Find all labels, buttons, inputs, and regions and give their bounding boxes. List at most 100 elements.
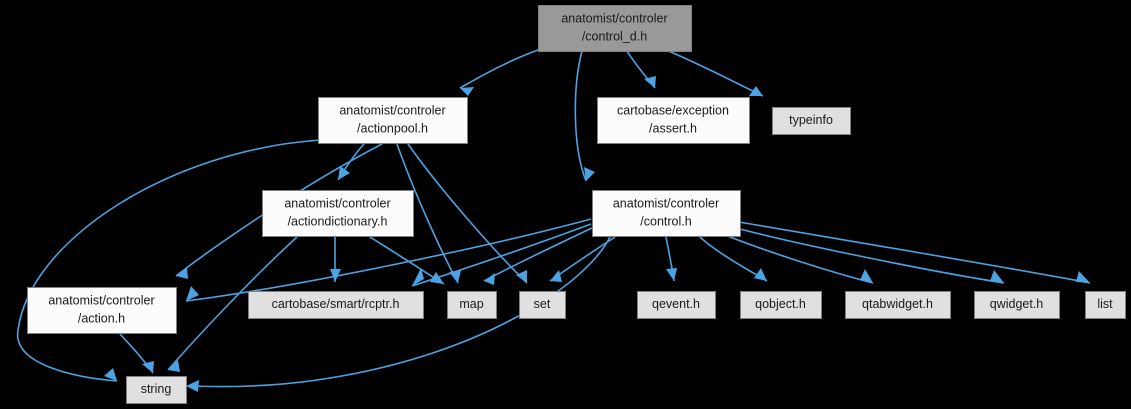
edge-line [574, 50, 587, 182]
edge-line [185, 236, 611, 388]
node-label-line1: qwidget.h [990, 297, 1044, 311]
graph-node-control_d[interactable]: anatomist/controler/control_d.h [538, 5, 692, 52]
edge-control-to-qtabwidget [717, 231, 874, 284]
arrowhead-icon [460, 87, 474, 96]
graph-node-rcptr[interactable]: cartobase/smart/rcptr.h [248, 291, 424, 319]
graph-node-qtabwidget[interactable]: qtabwidget.h [845, 291, 951, 319]
edge-control-to-rcptr [411, 223, 592, 287]
edge-actionpool-to-string [17, 139, 322, 382]
graph-node-list[interactable]: list [1085, 291, 1126, 319]
arrowhead-icon [584, 167, 595, 181]
edge-line [735, 227, 1005, 284]
graph-node-typeinfo[interactable]: typeinfo [772, 107, 851, 135]
arrowhead-icon [186, 380, 199, 392]
edge-actionpool-to-actiondictionary [337, 143, 365, 181]
graph-node-actionpool[interactable]: anatomist/controler/actionpool.h [318, 97, 468, 144]
edge-control_d-to-assert [626, 50, 656, 89]
edge-actionpool-to-set [407, 143, 528, 284]
arrowhead-icon [484, 273, 495, 285]
edge-line [17, 139, 322, 382]
node-box[interactable] [318, 97, 468, 144]
node-box[interactable] [974, 291, 1060, 319]
edge-control-to-qevent [665, 236, 677, 282]
node-label-line2: /control.h [640, 214, 691, 228]
edge-line [167, 236, 298, 371]
node-label-line1: qobject.h [755, 297, 806, 311]
node-box[interactable] [740, 291, 822, 319]
arrowhead-icon [990, 270, 1004, 283]
node-box[interactable] [519, 291, 566, 319]
graph-node-string[interactable]: string [126, 376, 187, 404]
node-box[interactable] [126, 376, 187, 404]
edge-line [407, 143, 528, 284]
node-box[interactable] [27, 287, 177, 334]
node-box[interactable] [262, 190, 414, 237]
arrowhead-icon [516, 270, 527, 283]
arrowhead-icon [666, 268, 677, 281]
node-box[interactable] [1085, 291, 1126, 319]
node-label-line2: /actionpool.h [357, 121, 428, 135]
node-label-line1: cartobase/smart/rcptr.h [272, 297, 400, 311]
edge-line [717, 231, 874, 284]
arrowhead-icon [860, 269, 873, 283]
graph-node-actiondictionary[interactable]: anatomist/controler/actiondictionary.h [262, 190, 414, 237]
node-label-line1: typeinfo [789, 113, 833, 127]
edge-control-to-qobject [699, 236, 768, 282]
node-box[interactable] [637, 291, 716, 319]
edge-control-to-map [483, 227, 593, 285]
node-label-line1: list [1097, 297, 1113, 311]
edges-layer [17, 49, 1091, 392]
edge-control-to-action [185, 218, 592, 302]
edge-control_d-to-control [574, 50, 595, 182]
node-label-line1: map [459, 297, 483, 311]
node-box[interactable] [597, 97, 750, 144]
arrowhead-icon [1076, 271, 1090, 283]
edge-action-to-string [119, 333, 154, 374]
node-box[interactable] [248, 291, 424, 319]
edge-control-to-string [185, 236, 611, 392]
graph-node-qobject[interactable]: qobject.h [740, 291, 822, 319]
arrowhead-icon [186, 286, 199, 301]
graph-node-assert[interactable]: cartobase/exception/assert.h [597, 97, 750, 144]
graph-node-control[interactable]: anatomist/controler/control.h [592, 190, 741, 237]
edge-actiondictionary-to-map [369, 236, 445, 285]
graph-node-qevent[interactable]: qevent.h [637, 291, 716, 319]
arrowhead-icon [142, 361, 154, 373]
edge-line [411, 223, 592, 287]
node-box[interactable] [772, 107, 851, 135]
edge-line [738, 221, 1091, 284]
node-label-line1: string [141, 382, 172, 396]
node-label-line2: /assert.h [649, 121, 697, 135]
edge-control_d-to-actionpool [459, 49, 539, 96]
node-box[interactable] [447, 291, 497, 319]
graph-node-set[interactable]: set [519, 291, 566, 319]
edge-control_d-to-typeinfo [665, 49, 764, 97]
node-label-line1: qevent.h [652, 297, 700, 311]
edge-line [459, 49, 539, 89]
node-box[interactable] [538, 5, 692, 52]
arrowhead-icon [176, 267, 188, 279]
node-box[interactable] [592, 190, 741, 237]
edge-line [369, 236, 445, 285]
node-box[interactable] [845, 291, 951, 319]
arrowhead-icon [550, 270, 562, 282]
arrowhead-icon [412, 268, 424, 286]
edge-line [665, 49, 764, 97]
arrowhead-icon [644, 76, 656, 88]
edge-actiondictionary-to-string [167, 236, 298, 372]
node-label-line2: /control_d.h [582, 29, 647, 43]
arrowhead-icon [338, 166, 350, 180]
node-label-line1: qtabwidget.h [862, 297, 933, 311]
node-label-line1: anatomist/controler [48, 293, 154, 307]
edge-control-to-qwidget [735, 227, 1005, 284]
graph-node-qwidget[interactable]: qwidget.h [974, 291, 1060, 319]
arrowhead-icon [168, 360, 180, 372]
node-label-line1: cartobase/exception [617, 103, 729, 117]
node-label-line2: /action.h [78, 311, 125, 325]
graph-node-map[interactable]: map [447, 291, 497, 319]
graph-node-action[interactable]: anatomist/controler/action.h [27, 287, 177, 334]
edge-line [185, 218, 592, 302]
arrowhead-icon [754, 268, 767, 281]
